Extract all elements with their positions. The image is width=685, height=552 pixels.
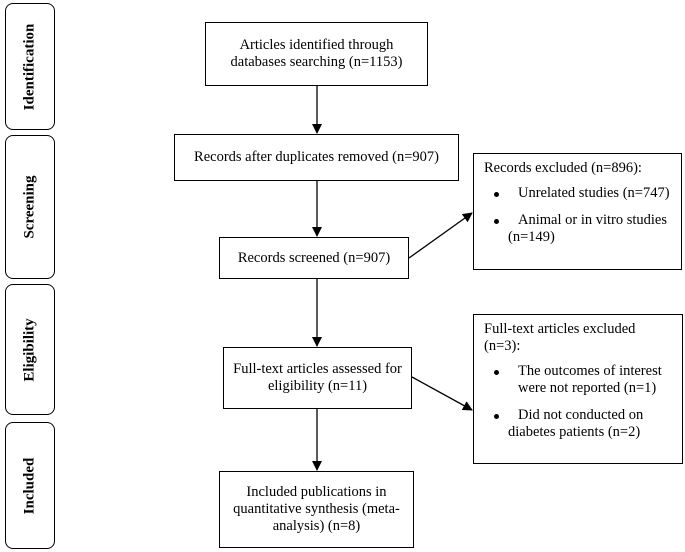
full-text-excluded-item-1-line-1: The outcomes of interest xyxy=(518,363,662,379)
full-text-assessed-line-2: eligibility (n=11) xyxy=(267,378,368,394)
included-box: Included publications in quantitative sy… xyxy=(219,471,414,548)
included-line-3: analysis) (n=8) xyxy=(272,518,361,534)
records-excluded-item-1-line-1: Unrelated studies (n=747) xyxy=(518,185,670,201)
identified-box: Articles identified through databases se… xyxy=(205,22,428,86)
records-excluded-item-2-line-1: Animal or in vitro studies xyxy=(518,212,668,228)
identified-line-2: databases searching (n=1153) xyxy=(230,54,403,70)
full-text-excluded-item: The outcomes of interest were not report… xyxy=(484,363,672,397)
full-text-assessed-box: Full-text articles assessed for eligibil… xyxy=(223,347,412,409)
full-text-excluded-heading: Full-text articles excluded (n=3): xyxy=(484,321,636,354)
records-excluded-item: Unrelated studies (n=747) xyxy=(484,185,671,202)
full-text-assessed-line-1: Full-text articles assessed for xyxy=(233,361,402,377)
full-text-excluded-item-2-line-2: diabetes patients (n=2) xyxy=(508,424,641,440)
records-excluded-item-2-line-2: (n=149) xyxy=(508,229,555,245)
bullet-icon xyxy=(494,414,499,419)
phase-included: Included xyxy=(5,422,55,549)
duplicates-removed-text: Records after duplicates removed (n=907) xyxy=(194,149,439,165)
phase-eligibility: Eligibility xyxy=(5,284,55,415)
full-text-excluded-box: Full-text articles excluded (n=3): The o… xyxy=(473,314,683,464)
phase-screening: Screening xyxy=(5,135,55,279)
included-line-1: Included publications in xyxy=(246,484,387,500)
full-text-excluded-list: The outcomes of interest were not report… xyxy=(484,363,672,441)
arrow-full-text-to-excluded xyxy=(411,376,473,411)
arrow-screened-to-excluded xyxy=(408,212,473,259)
records-excluded-heading: Records excluded (n=896): xyxy=(484,160,642,176)
bullet-icon xyxy=(494,370,499,375)
full-text-excluded-item-1-line-2: were not reported (n=1) xyxy=(518,380,657,396)
screened-text: Records screened (n=907) xyxy=(237,249,391,266)
records-excluded-item: Animal or in vitro studies (n=149) xyxy=(484,212,671,246)
full-text-excluded-item-2-line-1: Did not conducted on xyxy=(518,407,644,423)
duplicates-removed-box: Records after duplicates removed (n=907) xyxy=(174,134,459,181)
records-excluded-list: Unrelated studies (n=747) Animal or in v… xyxy=(484,185,671,246)
bullet-icon xyxy=(494,192,499,197)
screened-box: Records screened (n=907) xyxy=(219,237,409,279)
identified-line-1: Articles identified through xyxy=(239,37,394,53)
included-line-2: quantitative synthesis (meta- xyxy=(233,501,400,517)
bullet-icon xyxy=(494,219,499,224)
full-text-excluded-item: Did not conducted on diabetes patients (… xyxy=(484,407,672,441)
phase-identification: Identification xyxy=(5,3,55,130)
records-excluded-box: Records excluded (n=896): Unrelated stud… xyxy=(473,153,682,270)
